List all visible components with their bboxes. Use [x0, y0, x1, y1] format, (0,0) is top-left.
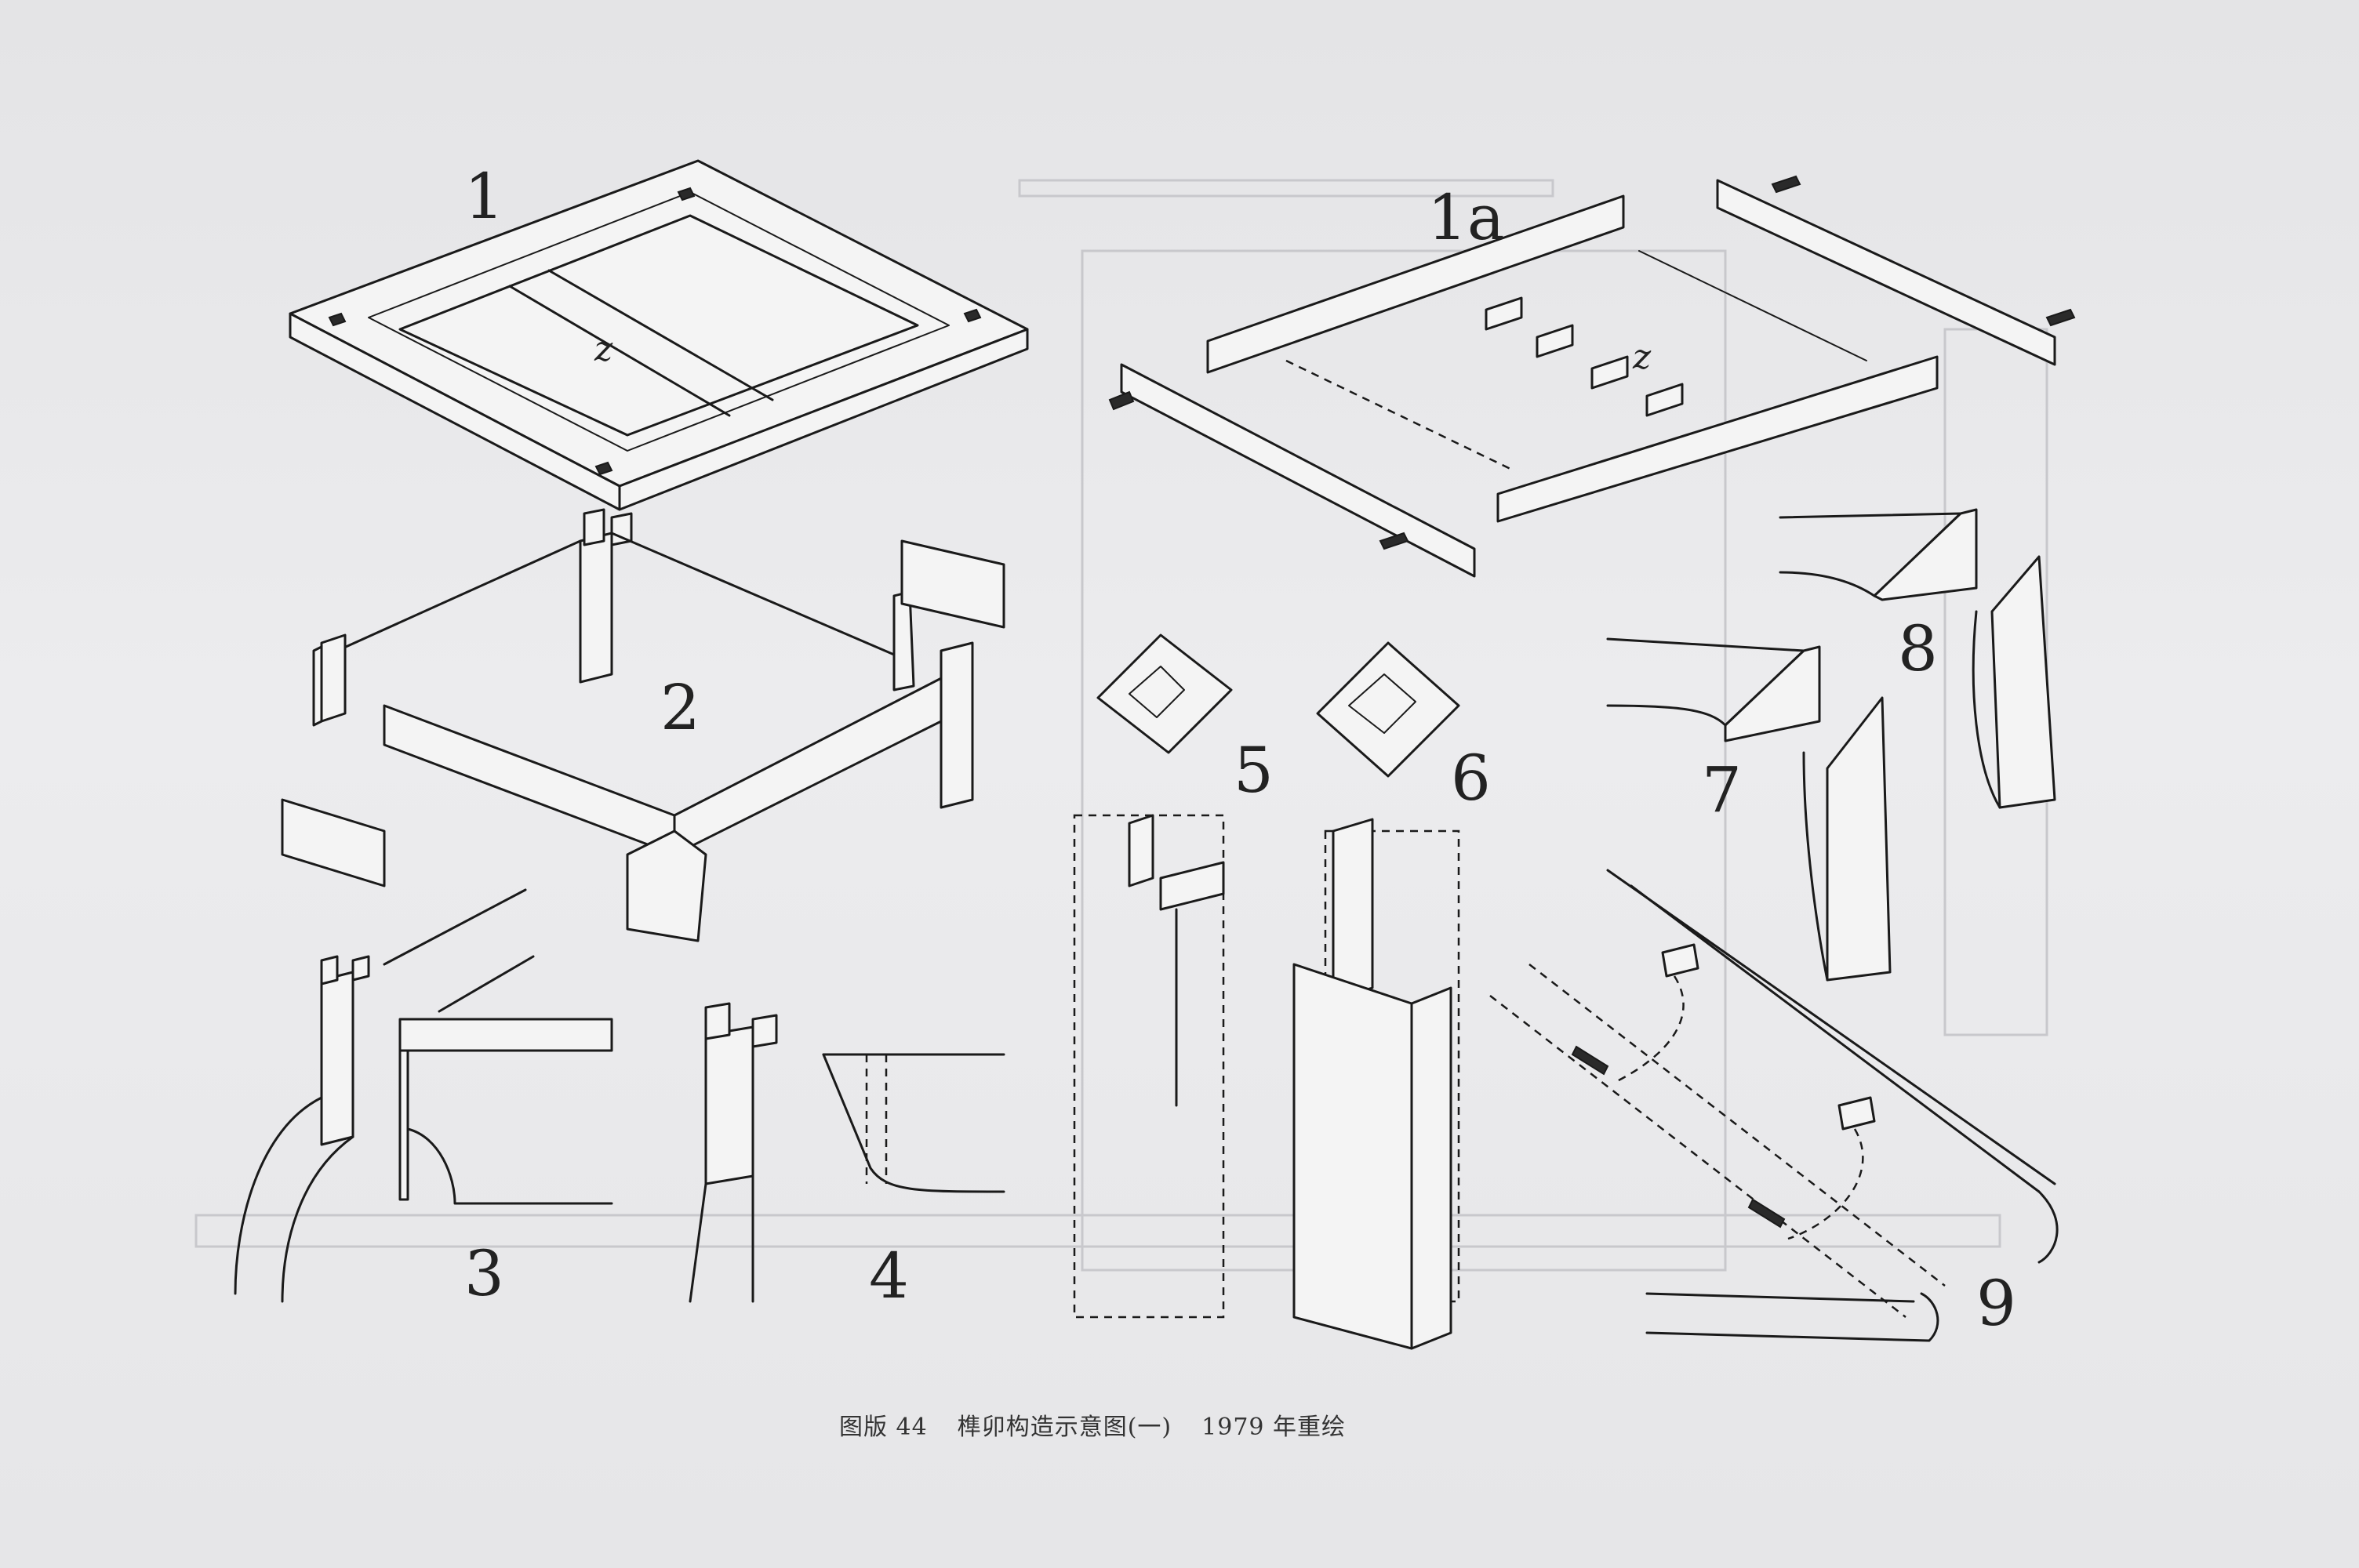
figure-5-label: 5 — [1234, 734, 1274, 807]
figure-8-corner-bracket — [1779, 508, 2056, 809]
figure-1a-z-label: z — [1632, 337, 1652, 377]
figure-8-label: 8 — [1898, 612, 1938, 685]
figure-6-label: 6 — [1451, 742, 1491, 815]
figure-1a-label: 1a — [1427, 181, 1505, 254]
figure-5-leg-tenon — [1073, 633, 1233, 1319]
figure-3-label: 3 — [464, 1237, 504, 1310]
figure-7-label: 7 — [1702, 753, 1742, 826]
figure-1-assembled-frame — [289, 159, 1029, 511]
figure-4-leg-apron-joint — [689, 1002, 1005, 1303]
figure-1-label: 1 — [464, 160, 504, 233]
figure-9-sliding-dovetail-panel — [1489, 869, 2059, 1342]
caption-note: 1979 年重绘 — [1201, 1414, 1347, 1441]
figure-1a-exploded-frame — [1108, 175, 2076, 578]
figure-9-label: 9 — [1976, 1267, 2016, 1340]
figure-2-label: 2 — [660, 671, 700, 744]
figure-3-leg-apron-joint — [234, 888, 613, 1303]
figure-6-leg-tenon — [1292, 641, 1460, 1350]
caption-title: 榫卯构造示意图(一) — [957, 1414, 1172, 1441]
caption-plate-number: 图版 44 — [839, 1414, 928, 1441]
figure-7-corner-bracket — [1606, 637, 1892, 982]
figure-2-corner-joint — [281, 508, 1005, 942]
plate-caption: 图版 44 榫卯构造示意图(一) 1979 年重绘 — [839, 1407, 1376, 1442]
figure-4-label: 4 — [869, 1240, 909, 1312]
figure-1-z-label: z — [594, 329, 613, 369]
